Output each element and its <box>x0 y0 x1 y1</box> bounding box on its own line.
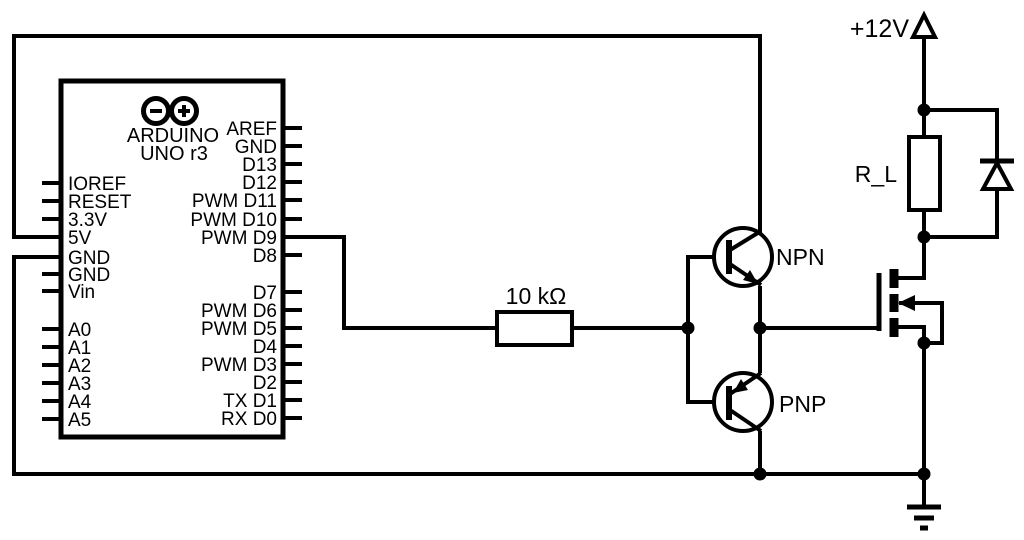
pin-label-a4: A4 <box>68 392 92 413</box>
logo-plus-circle <box>169 96 199 126</box>
pnp-label: PNP <box>779 391 826 417</box>
pin-label-d3: PWM D3 <box>201 355 277 376</box>
load-resistor: R_L <box>855 135 942 212</box>
pnp-emitter-arrow-icon <box>733 379 748 393</box>
resistor-body <box>495 310 574 347</box>
arduino-logo-icon <box>141 96 199 126</box>
left-pin-stubs <box>42 181 61 421</box>
load-resistor-body <box>907 135 942 212</box>
pin-label-5v: 5V <box>68 228 92 249</box>
pnp-collector-lead <box>728 408 763 433</box>
pin-label-gnd-r: GND <box>235 137 277 158</box>
pnp-body-circle <box>712 371 774 433</box>
right-pin-stubs <box>283 126 302 420</box>
pnp-transistor: PNP <box>712 371 826 433</box>
base-resistor-label: 10 kΩ <box>506 283 567 309</box>
wires <box>12 34 999 507</box>
flyback-diode <box>979 158 1015 191</box>
junction-pnp-ground <box>753 467 767 481</box>
logo-minus-circle <box>141 96 171 126</box>
diode-triangle <box>979 158 1015 191</box>
mosfet-body-arrow-icon <box>898 295 915 311</box>
wire-d9-to-resistor <box>283 235 497 330</box>
supply-label: +12V <box>850 15 909 43</box>
mosfet-body-lead <box>899 301 944 345</box>
npn-emitter-arrow-icon <box>743 270 758 284</box>
pin-label-d13: D13 <box>242 155 277 176</box>
base-resistor: 10 kΩ <box>495 283 574 347</box>
wire-5v-to-npn-collector <box>12 34 762 239</box>
pin-label-d1: TX D1 <box>223 391 277 412</box>
pin-label-d5: PWM D5 <box>201 319 277 340</box>
pin-label-aref: AREF <box>226 119 277 140</box>
pin-label-a0: A0 <box>68 320 91 341</box>
junction-ground-node <box>917 467 931 481</box>
pin-label-d9: PWM D9 <box>201 228 277 249</box>
npn-collector-lead <box>728 229 763 252</box>
mosfet-drain-lead <box>894 237 926 280</box>
npn-transistor: NPN <box>712 226 825 288</box>
junction-emitter-node <box>753 321 767 335</box>
pin-label-gnd1: GND <box>68 248 110 269</box>
pin-label-d11: PWM D11 <box>192 191 277 212</box>
supply-12v: +12V <box>850 10 939 43</box>
ground-symbol <box>907 504 941 531</box>
left-pin-labels: IOREF RESET 3.3V 5V GND GND Vin A0 A1 A2… <box>68 174 132 431</box>
pin-label-a2: A2 <box>68 356 91 377</box>
arduino-uno-block: ARDUINO UNO r3 IOREF RESET 3.3V 5V GND G… <box>42 78 302 440</box>
junction-drain-node <box>917 230 931 244</box>
junction-supply-node <box>917 103 931 117</box>
pin-label-d2: D2 <box>253 373 277 394</box>
wire-diode-top <box>924 108 999 161</box>
pin-label-vin: Vin <box>68 282 95 303</box>
pin-label-3v3: 3.3V <box>68 210 107 231</box>
supply-arrow-icon <box>909 10 939 39</box>
arduino-model: UNO r3 <box>140 143 208 165</box>
pin-label-ioref: IOREF <box>68 174 126 195</box>
pin-label-a1: A1 <box>68 338 91 359</box>
n-mosfet <box>876 237 944 345</box>
npn-body-circle <box>712 226 774 288</box>
junction-base-node <box>681 321 695 335</box>
pin-label-d4: D4 <box>253 337 278 358</box>
pin-label-d0: RX D0 <box>221 409 277 430</box>
junction-source-body <box>917 336 931 350</box>
npn-label: NPN <box>776 244 825 270</box>
pin-label-d7: D7 <box>253 283 277 304</box>
wire-gnd-bottom-rail <box>12 255 924 476</box>
pin-label-d12: D12 <box>242 173 277 194</box>
pin-label-a3: A3 <box>68 374 91 395</box>
pin-label-d6: PWM D6 <box>201 301 277 322</box>
pin-label-reset: RESET <box>68 192 132 213</box>
pin-label-a5: A5 <box>68 410 91 431</box>
arduino-name: ARDUINO <box>127 125 219 147</box>
pin-label-d8: D8 <box>253 246 277 267</box>
junction-dots <box>681 103 931 481</box>
wire-diode-bottom <box>924 189 999 239</box>
pin-label-d10: PWM D10 <box>190 210 277 231</box>
right-pin-labels: AREF GND D13 D12 PWM D11 PWM D10 PWM D9 … <box>190 119 277 430</box>
pin-label-gnd2: GND <box>68 265 110 286</box>
load-resistor-label: R_L <box>855 161 897 187</box>
